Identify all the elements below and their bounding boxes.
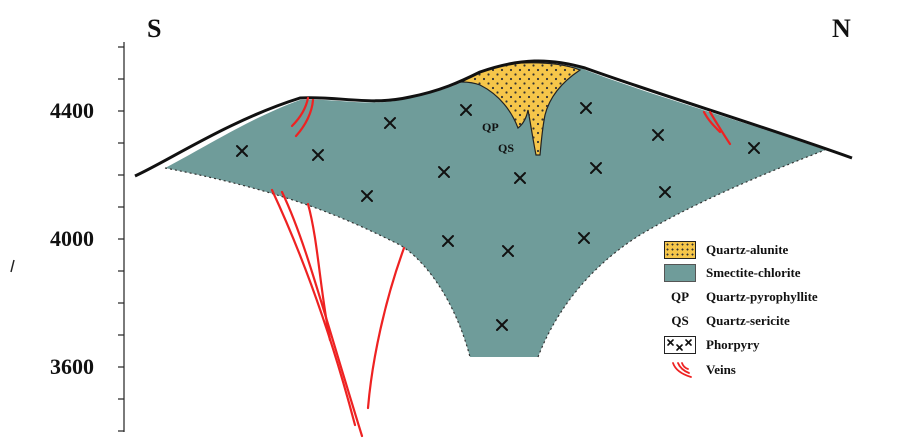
qp-zone-label: QP [482,120,499,135]
legend-item-quartz-sericite: QS Quartz-sericite [664,311,790,331]
axis-side-mark [11,260,14,272]
legend-item-veins: Veins [664,360,736,380]
legend-item-quartz-pyrophyllite: QP Quartz-pyrophyllite [664,287,818,307]
legend: Quartz-alunite Smectite-chlorite QP Quar… [664,240,904,415]
legend-label: Phorpyry [706,337,759,353]
smectite-chlorite-swatch [664,264,696,282]
legend-label: Veins [706,362,736,378]
elevation-tick-label: 3600 [50,354,94,380]
legend-label: Quartz-pyrophyllite [706,289,818,305]
compass-south-label: S [147,14,161,44]
legend-key-qs: QS [664,312,696,330]
veins-icon [665,361,695,379]
elevation-tick-label: 4000 [50,226,94,252]
legend-item-porphyry: Phorpyry [664,335,759,355]
elevation-tick-label: 4400 [50,98,94,124]
legend-key-qp: QP [664,288,696,306]
legend-item-quartz-alunite: Quartz-alunite [664,240,788,260]
qs-zone-label: QS [498,141,514,156]
quartz-alunite-swatch [664,241,696,259]
elevation-axis-ticks [118,47,124,431]
compass-north-label: N [832,14,851,44]
legend-label: Smectite-chlorite [706,265,801,281]
legend-label: Quartz-alunite [706,242,788,258]
porphyry-x-icon [665,337,695,353]
legend-item-smectite-chlorite: Smectite-chlorite [664,263,801,283]
veins-swatch [664,361,696,379]
legend-label: Quartz-sericite [706,313,790,329]
porphyry-swatch [664,336,696,354]
vein-lower-4 [368,248,404,408]
